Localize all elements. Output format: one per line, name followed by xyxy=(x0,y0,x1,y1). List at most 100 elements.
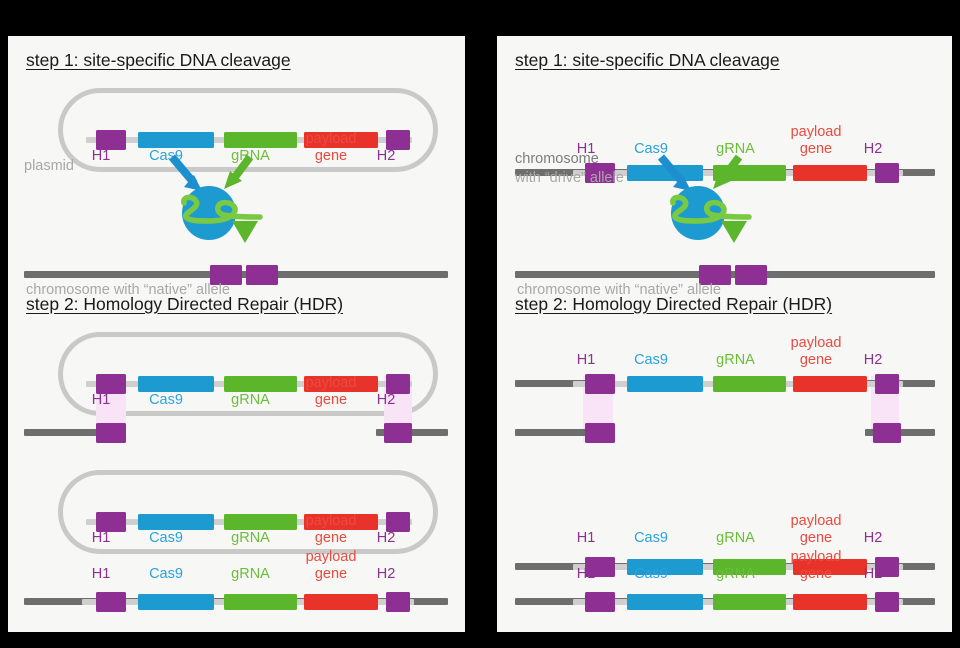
grna-expression-arrow xyxy=(713,154,743,189)
gene-label-h2: H2 xyxy=(376,148,396,164)
gene-box-payload xyxy=(304,376,378,392)
donor-chromosome-step2-right xyxy=(515,369,935,399)
panel-plasmid-delivery: step 1: site-specific DNA cleavage H1 Ca… xyxy=(8,36,465,632)
gene-box-grna xyxy=(224,132,297,148)
gene-label-cas9: Cas9 xyxy=(149,392,183,408)
gene-box-cas9 xyxy=(138,132,214,148)
gene-label-h1-copy1: H1 xyxy=(576,530,596,546)
gene-box-h1 xyxy=(585,557,615,577)
gene-label-grna-copy1: gRNA xyxy=(716,530,755,546)
gene-box-h2 xyxy=(875,163,899,183)
gene-label-h1: H1 xyxy=(576,141,596,157)
target-chromosome-step1-right xyxy=(515,260,935,290)
drive-chromosome-copy2 xyxy=(515,587,935,617)
gene-label-payload-line1: payload xyxy=(305,131,357,147)
gene-label-h2: H2 xyxy=(376,392,396,408)
gene-label-cas9: Cas9 xyxy=(634,352,668,368)
gene-label-payload-line1-edited: payload xyxy=(305,549,357,565)
step1-title-right: step 1: site-specific DNA cleavage xyxy=(515,50,780,70)
gene-label-payload-line2-copy2: gene xyxy=(799,566,833,582)
gene-label-cas9-edited: Cas9 xyxy=(149,566,183,582)
chromosome-left-arm xyxy=(515,380,615,387)
gene-box-cas9 xyxy=(627,594,703,610)
gene-box-grna xyxy=(713,559,786,575)
donor-chromosome-note-line1: chromosome xyxy=(515,151,599,167)
gene-box-h2 xyxy=(386,130,410,150)
plasmid-note-left: plasmid xyxy=(24,158,74,174)
gene-label-payload-line2-edited: gene xyxy=(314,566,348,582)
gene-box-payload xyxy=(793,165,867,181)
gene-label-grna: gRNA xyxy=(231,530,270,546)
cas9-ribonucleoprotein-complex xyxy=(168,154,263,243)
gene-label-cas9: Cas9 xyxy=(634,141,668,157)
gene-label-payload-line1: payload xyxy=(790,335,842,351)
gene-box-h2 xyxy=(875,557,899,577)
gene-box-cas9 xyxy=(138,376,214,392)
gene-label-payload-line2: gene xyxy=(799,352,833,368)
guide-rna-strand xyxy=(181,194,263,224)
gene-box-payload xyxy=(304,132,378,148)
step2-title-left: step 2: Homology Directed Repair (HDR) xyxy=(26,294,344,314)
step2-title-right: step 2: Homology Directed Repair (HDR) xyxy=(515,294,833,314)
cut-site-box-h1 xyxy=(585,423,615,443)
plasmid-loop-result-left xyxy=(58,470,438,554)
cas9-ribonucleoprotein-complex xyxy=(657,154,752,243)
gene-label-grna: gRNA xyxy=(231,392,270,408)
gene-label-grna: gRNA xyxy=(716,141,755,157)
gene-label-payload-line2: gene xyxy=(314,530,348,546)
gene-box-h1 xyxy=(585,592,615,612)
plasmid-loop-step1-left xyxy=(58,88,438,172)
cut-chromosome-left xyxy=(24,418,448,448)
cas9-expression-arrow xyxy=(168,154,202,191)
gene-label-h1-edited: H1 xyxy=(91,566,111,582)
gene-box-cas9 xyxy=(627,376,703,392)
gene-label-h1: H1 xyxy=(91,392,111,408)
gene-box-cas9 xyxy=(138,514,214,530)
gene-box-h2 xyxy=(875,592,899,612)
gene-box-cas9 xyxy=(138,594,214,610)
gene-box-h2 xyxy=(875,374,899,394)
chromosome-left-arm xyxy=(24,429,124,436)
gene-box-grna xyxy=(224,376,297,392)
grna-expression-arrow xyxy=(224,154,254,189)
target-chromosome-note-left: chromosome with “native” allele xyxy=(26,282,230,298)
gene-label-cas9: Cas9 xyxy=(149,530,183,546)
gene-label-grna: gRNA xyxy=(231,148,270,164)
gene-box-h2 xyxy=(386,374,410,394)
gene-label-h2-copy1: H2 xyxy=(863,530,883,546)
gene-box-payload xyxy=(793,559,867,575)
gene-box-grna xyxy=(224,514,297,530)
gene-box-h1 xyxy=(585,163,615,183)
gene-box-h2 xyxy=(386,512,410,532)
donor-chromosome-note-line2: with “drive” allele xyxy=(515,170,624,186)
gene-label-payload-line1: payload xyxy=(305,513,357,529)
gene-box-grna xyxy=(713,376,786,392)
target-site-box-2 xyxy=(735,265,767,285)
gene-box-payload xyxy=(304,594,378,610)
gene-label-payload-line2: gene xyxy=(314,392,348,408)
gene-track-plasmid-step1-left xyxy=(82,125,416,155)
target-site-box-1 xyxy=(210,265,242,285)
gene-label-h2-edited: H2 xyxy=(376,566,396,582)
gene-box-grna xyxy=(224,594,297,610)
cut-site-box-h1 xyxy=(96,423,126,443)
panel-chromosome-drive-allele: step 1: site-specific DNA cleavage H1 Ca… xyxy=(497,36,952,632)
gene-label-h2: H2 xyxy=(863,141,883,157)
target-site-box-1 xyxy=(699,265,731,285)
gene-box-h1 xyxy=(96,130,126,150)
cut-site-box-h2 xyxy=(873,423,901,443)
plasmid-loop-step2-left xyxy=(58,332,438,416)
gene-label-payload-line2: gene xyxy=(314,148,348,164)
gene-label-grna-edited: gRNA xyxy=(231,566,270,582)
gene-box-cas9 xyxy=(627,559,703,575)
gene-box-h2 xyxy=(386,592,410,612)
target-chromosome-step1-left xyxy=(24,260,448,290)
gene-box-grna xyxy=(713,594,786,610)
gene-label-payload-line1-copy2: payload xyxy=(790,549,842,565)
chromosome-right-arm xyxy=(376,429,448,436)
gene-track-plasmid-step2-left xyxy=(82,369,416,399)
target-site-box-2 xyxy=(246,265,278,285)
gene-label-cas9-copy1: Cas9 xyxy=(634,530,668,546)
gene-box-h1 xyxy=(96,512,126,532)
